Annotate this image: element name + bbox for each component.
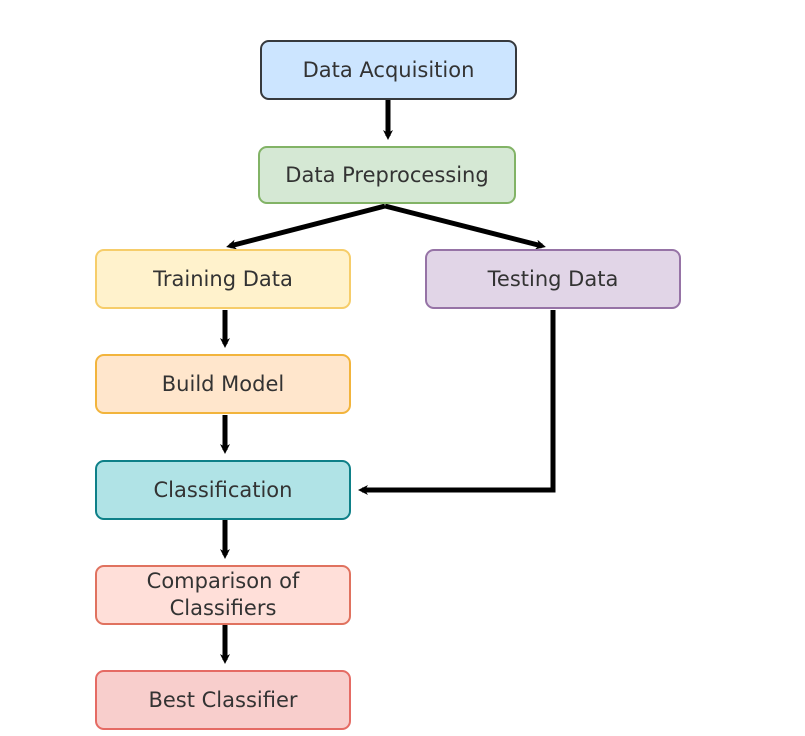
node-classification: Classification bbox=[95, 460, 351, 520]
node-comparison-of-classifiers: Comparison of Classifiers bbox=[95, 565, 351, 625]
edge-preprocessing-training bbox=[226, 203, 386, 250]
node-data-preprocessing: Data Preprocessing bbox=[258, 146, 516, 204]
node-data-acquisition: Data Acquisition bbox=[260, 40, 517, 100]
node-label: Build Model bbox=[161, 372, 285, 396]
node-label: Comparison of Classifiers bbox=[146, 569, 300, 620]
node-training-data: Training Data bbox=[95, 249, 351, 309]
node-best-classifier: Best Classifier bbox=[95, 670, 351, 730]
node-label: Data Acquisition bbox=[302, 58, 475, 82]
edge-testing-classification bbox=[358, 310, 556, 495]
node-label: Best Classifier bbox=[148, 688, 298, 712]
node-testing-data: Testing Data bbox=[425, 249, 681, 309]
edge-preprocessing-testing bbox=[384, 203, 546, 250]
node-label: Data Preprocessing bbox=[285, 163, 489, 187]
node-label: Testing Data bbox=[487, 267, 619, 291]
node-build-model: Build Model bbox=[95, 354, 351, 414]
node-label: Classification bbox=[153, 478, 293, 502]
node-label: Training Data bbox=[153, 267, 293, 291]
